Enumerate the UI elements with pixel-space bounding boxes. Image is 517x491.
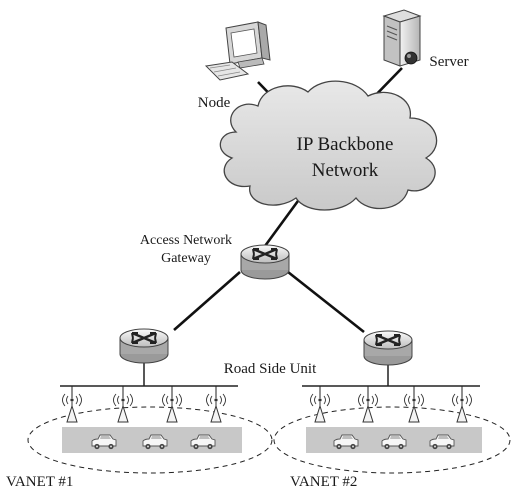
backbone-label-line2: Network <box>312 160 379 181</box>
gateway-label-line2: Gateway <box>161 251 211 266</box>
antenna-icon <box>452 393 472 423</box>
antenna-icon <box>206 393 226 423</box>
rsu2-router-icon <box>362 329 414 367</box>
vanet1-boundary <box>27 406 273 474</box>
gateway-router-icon <box>239 243 291 281</box>
vanet2-label: VANET #2 <box>290 474 357 490</box>
gateway-label-line1: Access Network <box>140 233 232 248</box>
server-label: Server <box>429 54 468 70</box>
server-tower-icon <box>382 9 422 67</box>
antenna-icon <box>310 393 330 423</box>
antenna-icon <box>62 393 82 423</box>
rsu1-router-icon <box>118 327 170 365</box>
vanet2-boundary <box>273 406 511 474</box>
link-gateway-rsu2 <box>287 270 365 334</box>
cloud-icon <box>219 80 438 211</box>
node-label: Node <box>198 95 231 111</box>
desktop-computer-icon <box>204 21 271 81</box>
backbone-label-line1: IP Backbone <box>297 134 394 155</box>
vanet1-label: VANET #1 <box>6 474 73 490</box>
antenna-icon <box>404 393 424 423</box>
rsu-label: Road Side Unit <box>224 361 317 377</box>
link-gateway-rsu1 <box>173 271 241 331</box>
